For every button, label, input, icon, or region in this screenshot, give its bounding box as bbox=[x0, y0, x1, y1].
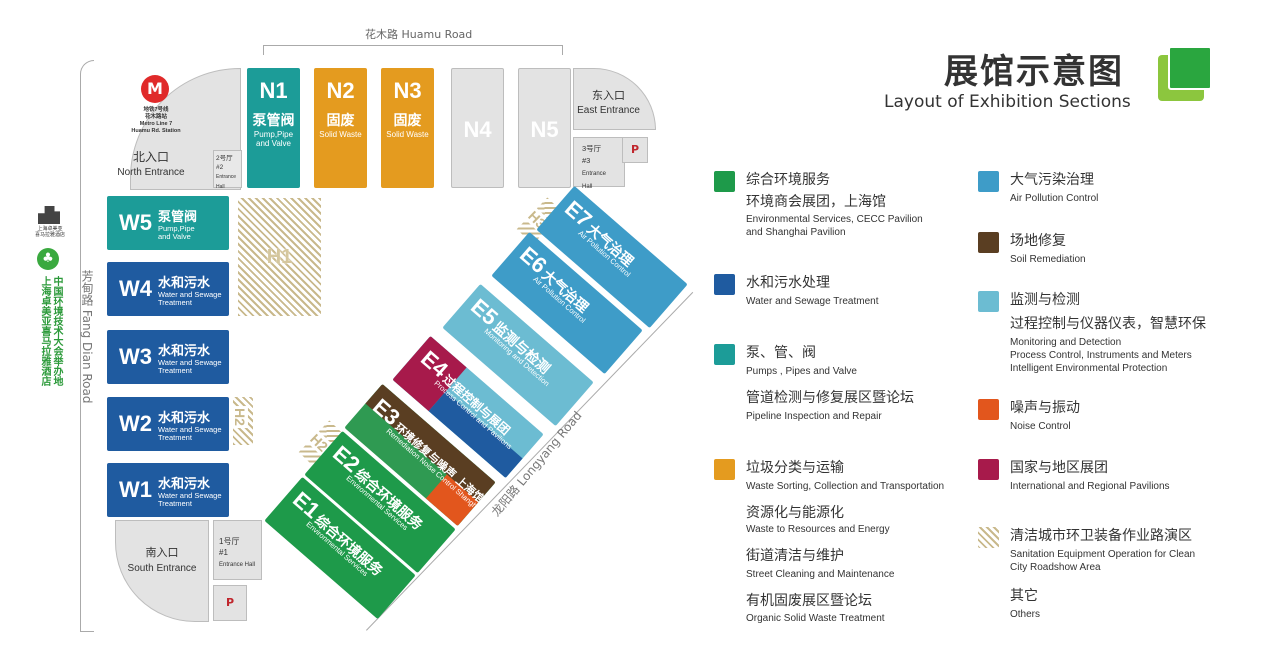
air-swatch bbox=[978, 171, 999, 192]
blue-swatch bbox=[714, 274, 735, 295]
metro-icon: M bbox=[141, 75, 169, 103]
east-entrance-en: East Entrance bbox=[577, 105, 640, 116]
green-swatch bbox=[714, 171, 735, 192]
intl-swatch bbox=[978, 459, 999, 480]
east-entrance-cn: 东入口 bbox=[592, 89, 625, 102]
hotel-icon bbox=[38, 206, 60, 224]
south-entrance-cn: 南入口 bbox=[145, 546, 179, 559]
fangdian-en: Fang Dian Road bbox=[80, 309, 94, 404]
fangdian-road-line bbox=[80, 60, 94, 632]
h2-label: H2 bbox=[231, 406, 248, 428]
tree-icon: ♣ bbox=[37, 248, 59, 270]
h1-label: H1 bbox=[266, 245, 293, 268]
teal-swatch bbox=[714, 344, 735, 365]
fangdian-road-label: 芳甸路 Fang Dian Road bbox=[80, 270, 96, 404]
page-subtitle: Layout of Exhibition Sections bbox=[884, 92, 1131, 112]
venue-note: 中国环境技术大会举办地上海卓美亚喜马拉雅酒店 bbox=[39, 276, 62, 386]
demo-area-h1[interactable]: H1 bbox=[238, 198, 321, 316]
parking-east: P bbox=[622, 137, 648, 163]
east-entrance[interactable]: 东入口 East Entrance bbox=[573, 68, 656, 130]
hall-n4[interactable]: N4 bbox=[451, 68, 504, 188]
orange-swatch bbox=[714, 459, 735, 480]
logo-front bbox=[1168, 46, 1212, 90]
huamu-road-label: 花木路 Huamu Road bbox=[365, 28, 473, 41]
south-entrance-en: South Entrance bbox=[127, 563, 197, 574]
hatch-swatch bbox=[978, 527, 999, 548]
fangdian-cn: 芳甸路 bbox=[80, 270, 94, 306]
monitor-swatch bbox=[978, 291, 999, 312]
south-entrance[interactable]: 南入口 South Entrance bbox=[115, 520, 209, 622]
page-title: 展馆示意图 bbox=[944, 52, 1124, 92]
noise-swatch bbox=[978, 399, 999, 420]
hotel-name: 上海卓美亚喜马拉雅酒店 bbox=[34, 226, 65, 238]
huamu-road-line bbox=[263, 45, 563, 55]
parking-south: P bbox=[213, 585, 247, 621]
demo-area-h2-west[interactable]: H2 bbox=[231, 397, 253, 445]
hall-n5[interactable]: N5 bbox=[518, 68, 571, 188]
soil-swatch bbox=[978, 232, 999, 253]
